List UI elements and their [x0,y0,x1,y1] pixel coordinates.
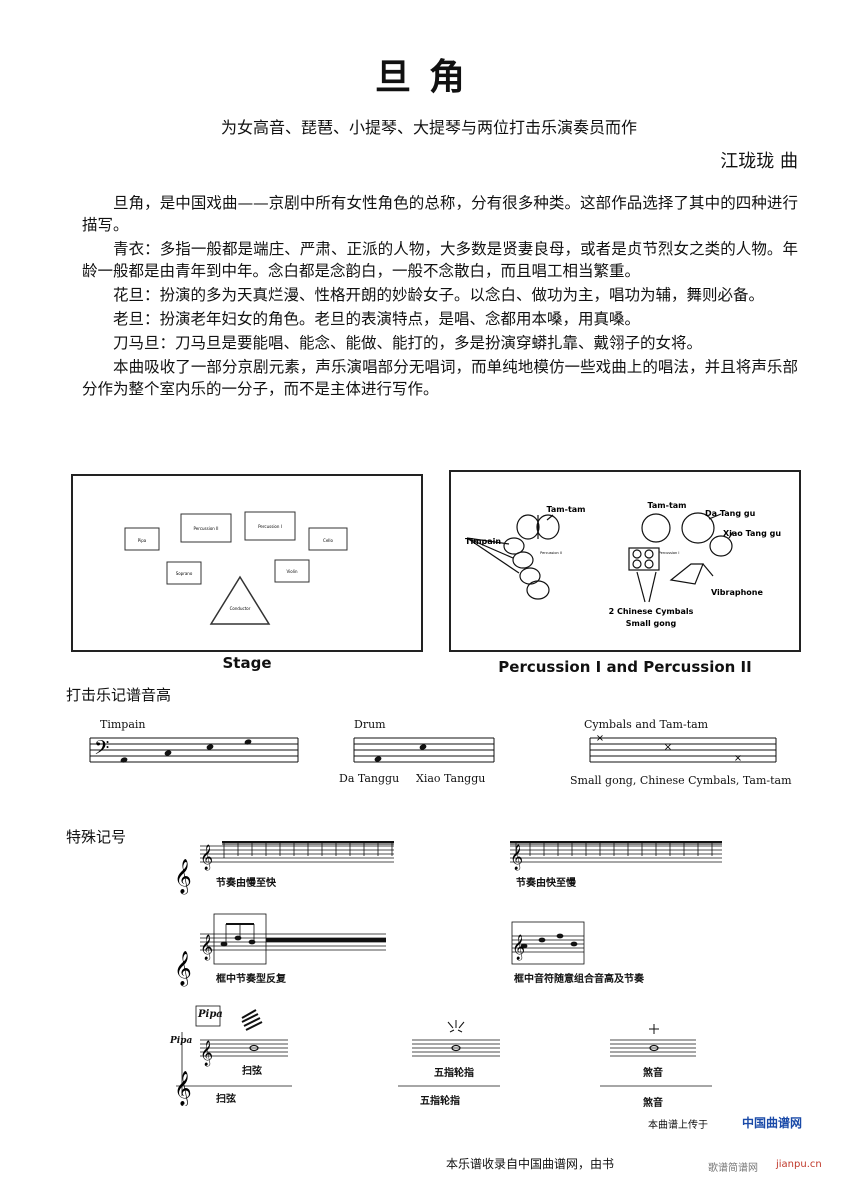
intro-paragraph: 本曲吸收了一部分京剧元素，声乐演唱部分无唱词，而单纯地模仿一些戏曲上的唱法，并且… [82,358,798,398]
treble-clef-icon: 𝄞 [200,844,213,870]
stage-perc2: Percussion II [194,526,219,531]
symbols-heading: 特殊记号 [66,828,127,846]
pipa-side-label: Pipa [170,1036,193,1046]
perc-small-gong: Small gong [626,619,677,628]
box-random-label: 框中音符随意组合音高及节奏 [514,974,644,985]
cymbals-label: Cymbals and Tam-tam [584,718,709,731]
page-title: 旦角 [374,56,483,98]
stage-pipa: Pipa [138,538,147,543]
shayin-label-2: 煞音 [643,1098,663,1109]
perc-xiao-tanggu: Xiao Tang gu [723,529,781,538]
intro-paragraph: 花旦：扮演的多为天真烂漫、性格开朗的妙龄女子。以念白、做功为主，唱功为辅，舞则必… [113,286,765,304]
saoxian-label: 扫弦 [242,1066,262,1077]
intro-paragraph: 老旦：扮演老年妇女的角色。老旦的表演特点，是唱、念都用本嗓，用真嗓。 [113,310,641,328]
rit-label: 节奏由快至慢 [516,878,576,889]
percussion-diagram: Tam-tam Timpain Percussion II Tam-tam Da… [449,470,801,652]
stage-soprano: Soprano [176,571,193,576]
intro-paragraph: 刀马旦：刀马旦是要能唱、能念、能做、能打的，多是扮演穿蟒扎靠、戴翎子的女将。 [113,334,703,352]
x-notehead-icon: × [734,753,742,764]
perc-cymbals: 2 Chinese Cymbals [609,607,694,616]
bass-clef-icon: 𝄢 [94,736,109,764]
treble-clef-icon: 𝄞 [174,859,192,895]
xiao-tanggu-label: Xiao Tanggu [416,772,486,785]
watermark-url: jianpu.cn [776,1159,822,1170]
perc-timpani: Timpain [465,537,501,546]
lunzhi-label: 五指轮指 [434,1068,474,1079]
percussion-svg: Tam-tam Timpain Percussion II Tam-tam Da… [465,501,781,628]
pipa-box-label: Pipa [198,1009,223,1020]
x-notehead-icon: × [664,742,672,753]
upload-note: 本曲谱上传于 [648,1120,708,1131]
treble-clef-icon: 𝄞 [174,1071,192,1106]
intro-paragraph: 青衣：多指一般都是端庄、严肃、正派的人物，大多数是贤妻良母，或者是贞节烈女之类的… [82,240,798,280]
site-logo: 中国曲谱网 [742,1116,803,1130]
stage-perc1: Percussion I [258,524,282,529]
treble-clef-icon: 𝄞 [200,934,213,960]
perc-player-1: Percussion I [659,551,680,555]
drum-label: Drum [354,718,386,731]
box-repeat-label: 框中节奏型反复 [216,974,286,985]
treble-clef-icon: 𝄞 [512,934,525,960]
shayin-label: 煞音 [643,1068,663,1079]
page-subtitle: 为女高音、琵琶、小提琴、大提琴与两位打击乐演奏员而作 [220,118,637,137]
perc-da-tanggu: Da Tang gu [705,509,756,518]
accel-label: 节奏由慢至快 [216,878,276,889]
treble-clef-icon: 𝄞 [200,1040,213,1066]
timpani-label: Timpain [100,718,146,731]
perc-vibraphone: Vibraphone [711,588,763,597]
pitch-staves: 𝄢 × × × [89,733,777,764]
lunzhi-label-2: 五指轮指 [420,1096,460,1107]
stage-cello: Cello [323,538,333,543]
treble-clef-icon: 𝄞 [510,844,523,870]
intro-text: 旦角，是中国戏曲——京剧中所有女性角色的总称，分有很多种类。这部作品选择了其中的… [82,192,798,402]
cymbals-caption: Small gong, Chinese Cymbals, Tam-tam [570,774,792,787]
da-tanggu-label: Da Tanggu [339,772,400,785]
composer: 江珑珑 曲 [720,151,798,172]
stage-violin: Violin [287,569,298,574]
x-notehead-icon: × [596,733,604,744]
perc-tamtam-2: Tam-tam [647,501,686,510]
stage-conductor: Conductor [230,606,251,611]
treble-clef-icon: 𝄞 [174,951,192,987]
percussion-caption: Percussion I and Percussion II [498,658,752,676]
perc-tamtam-1: Tam-tam [546,505,585,514]
symbols-staves: 𝄞 𝄞 𝄞 𝄞 𝄞 𝄞 𝄞 𝄞 [174,841,722,1106]
stage-diagram: Pipa Percussion II Percussion I Cello So… [71,474,423,652]
stage-svg: Pipa Percussion II Percussion I Cello So… [124,511,348,625]
intro-paragraph: 旦角，是中国戏曲——京剧中所有女性角色的总称，分有很多种类。这部作品选择了其中的… [82,194,798,234]
pitch-heading: 打击乐记谱音高 [66,686,172,704]
saoxian-label-2: 扫弦 [216,1094,236,1105]
stage-caption: Stage [222,654,272,672]
source-note: 本乐谱收录自中国曲谱网，由书 [446,1157,615,1171]
perc-player-2: Percussion II [540,551,562,555]
watermark: 歌谱简谱网 [708,1163,758,1174]
